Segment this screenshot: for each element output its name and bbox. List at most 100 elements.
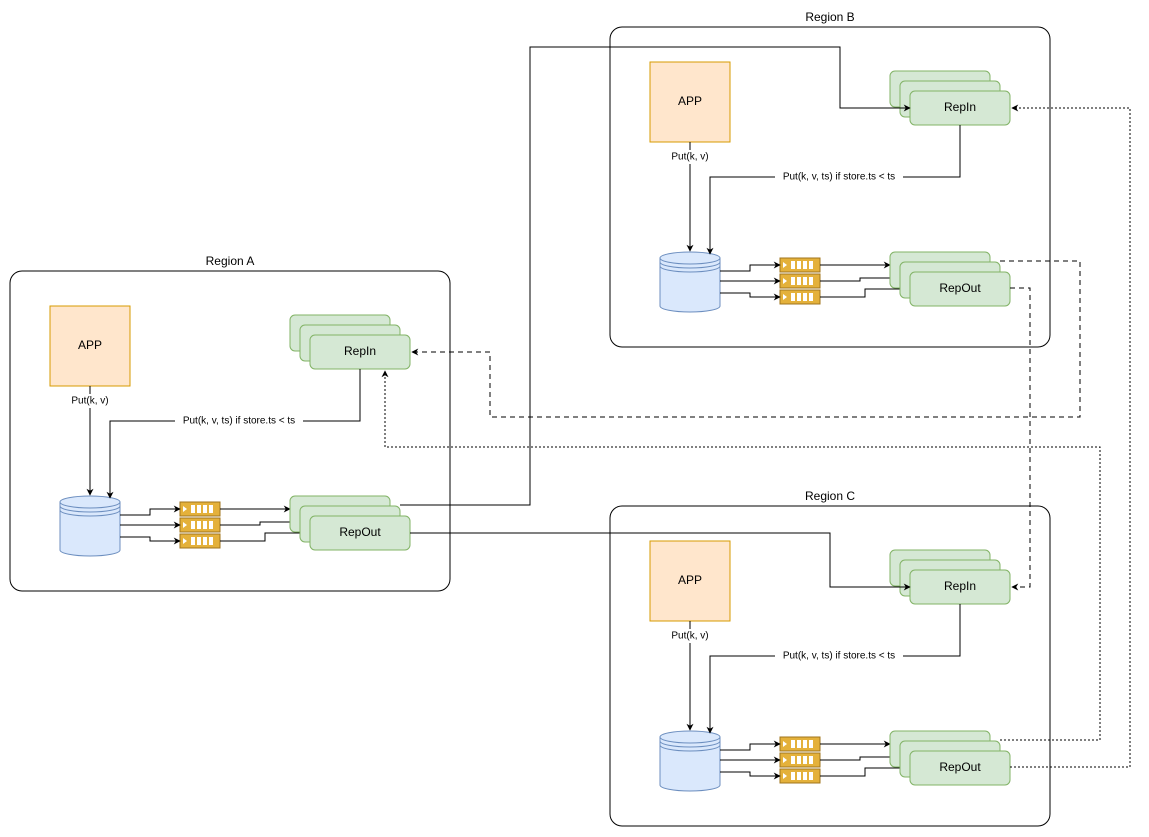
- c-to-a-replication-line: [381, 370, 1101, 741]
- a-to-c-replication-line: [410, 532, 911, 591]
- database-ring: [659, 740, 721, 748]
- queue-slot: [209, 505, 213, 513]
- queue-slot: [209, 521, 213, 529]
- repin-node-label: RepIn: [344, 344, 376, 358]
- label-backdrop: [665, 629, 715, 643]
- conditional-put-label: Put(k, v, ts) if store.ts < ts: [783, 172, 895, 183]
- queue-slot: [797, 277, 801, 285]
- a-to-b-replication-line: [400, 46, 911, 506]
- database-ring: [59, 501, 121, 509]
- label-backdrop: [65, 394, 115, 408]
- queue-slot: [803, 740, 807, 748]
- repout-node: RepOut: [889, 730, 1011, 786]
- region-c-border: [609, 505, 1051, 827]
- queue-slot: [809, 293, 813, 301]
- label-backdrop: [775, 170, 903, 184]
- database-ring: [59, 505, 121, 513]
- queue-slot: [197, 521, 201, 529]
- queue-slot: [797, 756, 801, 764]
- queue-icon: [179, 501, 221, 549]
- queue-arrow-icon: [183, 538, 187, 544]
- db-to-queue-arrow: [120, 536, 181, 545]
- queue-slot: [809, 772, 813, 780]
- queue-slot: [191, 505, 195, 513]
- queue-to-repout-arrow: [820, 274, 901, 282]
- queue-slot: [803, 293, 807, 301]
- queue-icon: [779, 736, 821, 784]
- repin-node: RepIn: [889, 70, 1011, 126]
- queue-to-repout-arrow: [220, 518, 301, 526]
- region-a-border: [9, 270, 451, 592]
- repin-node: RepIn: [289, 314, 411, 370]
- queue-slot: [209, 537, 213, 545]
- db-to-queue-arrow: [720, 771, 781, 780]
- database-icon: [659, 251, 721, 313]
- c-to-b-replication-line: [1010, 104, 1131, 768]
- queue-to-repout-arrow: [820, 753, 901, 761]
- repout-node-box: [909, 750, 1011, 786]
- database-ring: [659, 257, 721, 265]
- repout-node-label: RepOut: [939, 760, 981, 774]
- queue-slot: [203, 537, 207, 545]
- queue-slot: [791, 261, 795, 269]
- repin-node-label: RepIn: [944, 579, 976, 593]
- put-label: Put(k, v): [71, 396, 108, 407]
- queue-arrow-icon: [783, 278, 787, 284]
- queue-slot: [191, 537, 195, 545]
- repout-node-box: [909, 271, 1011, 307]
- queue-slot: [809, 277, 813, 285]
- app-label: APP: [678, 94, 702, 108]
- repout-node-label: RepOut: [939, 281, 981, 295]
- queue-slot: [809, 756, 813, 764]
- label-backdrop: [175, 414, 303, 428]
- database-ring: [59, 509, 121, 517]
- conditional-put-arrow: [706, 604, 961, 734]
- conditional-put-label: Put(k, v, ts) if store.ts < ts: [783, 651, 895, 662]
- database-ring: [659, 261, 721, 269]
- region-b-border: [609, 26, 1051, 348]
- queue-arrow-icon: [783, 773, 787, 779]
- region-title: Region A: [206, 254, 255, 268]
- app-box: [649, 540, 731, 622]
- queue-slot: [809, 261, 813, 269]
- conditional-put-arrow: [106, 369, 361, 499]
- label-backdrop: [775, 649, 903, 663]
- region-title: Region B: [805, 10, 854, 24]
- queue-slot: [191, 521, 195, 529]
- queue-slot: [791, 293, 795, 301]
- conditional-put-label: Put(k, v, ts) if store.ts < ts: [183, 416, 295, 427]
- conditional-put-arrow: [706, 125, 961, 255]
- queue-slot: [197, 505, 201, 513]
- queue-slot: [791, 772, 795, 780]
- queue-slot: [803, 756, 807, 764]
- queue-slot: [197, 537, 201, 545]
- put-label: Put(k, v): [671, 152, 708, 163]
- queue-arrow-icon: [783, 262, 787, 268]
- queue-slot: [809, 740, 813, 748]
- queue-to-repout-arrow: [820, 764, 911, 777]
- queue-slot: [791, 277, 795, 285]
- database-icon: [659, 730, 721, 792]
- b-to-a-replication-line: [411, 260, 1081, 418]
- put-label: Put(k, v): [671, 631, 708, 642]
- queue-slot: [791, 740, 795, 748]
- queue-slot: [803, 261, 807, 269]
- db-to-queue-arrow: [720, 292, 781, 301]
- queue-arrow-icon: [783, 294, 787, 300]
- queue-slot: [803, 277, 807, 285]
- region-title: Region C: [805, 489, 855, 503]
- database-icon: [59, 495, 121, 557]
- app-label: APP: [78, 338, 102, 352]
- label-backdrop: [665, 150, 715, 164]
- repin-node: RepIn: [889, 549, 1011, 605]
- queue-arrow-icon: [183, 522, 187, 528]
- database-body: [659, 251, 721, 313]
- queue-slot: [791, 756, 795, 764]
- queue-arrow-icon: [783, 741, 787, 747]
- database-body: [59, 495, 121, 557]
- queue-slot: [797, 293, 801, 301]
